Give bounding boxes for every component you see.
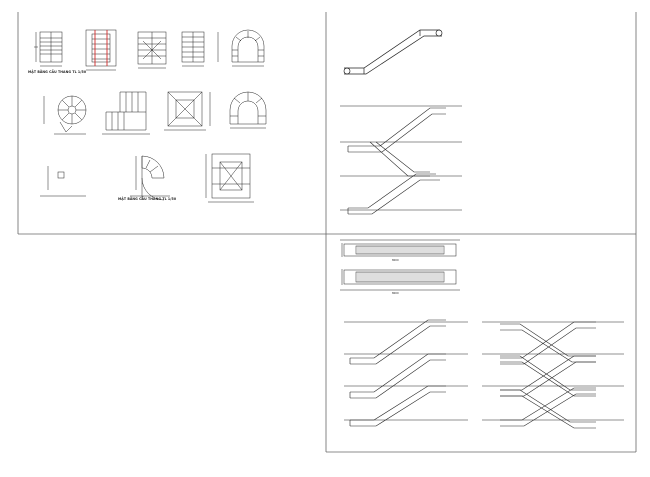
escalator-dimension-bottom: 8000 (392, 292, 399, 295)
stair-plan-caption-1: MẶT BẰNG CẦU THANG TL 1/50 (28, 70, 87, 74)
stair-plan-4 (181, 31, 219, 67)
stair-section-double (340, 105, 462, 215)
stair-plan-arched-2 (229, 91, 267, 129)
stair-plans-group (34, 29, 267, 203)
stair-plan-2-highlighted (85, 29, 117, 71)
stair-detail-small (40, 166, 86, 197)
stair-plan-3 (137, 31, 167, 69)
sheet-frame (17, 12, 637, 453)
stair-plan-l-shaped (102, 91, 150, 135)
escalator-section-small (343, 29, 443, 75)
escalator-plan-bottom-treads (357, 272, 443, 282)
stair-plan-square (164, 91, 211, 131)
stair-plan-5-arched (231, 29, 265, 67)
stair-plan-spiral-1 (43, 95, 87, 135)
escalator-stack-left (344, 319, 468, 427)
escalator-plan-top-treads (357, 246, 443, 254)
stair-plan-quarter-spiral (130, 155, 170, 201)
stair-plan-rectangular (205, 153, 254, 203)
escalator-dimension-top: 8000 (392, 259, 399, 262)
escalator-stack-crossing (482, 321, 624, 429)
stair-plan-caption-2: MẶT BẰNG CẦU THANG TL 1/50 (118, 197, 177, 201)
stair-plan-1 (34, 31, 63, 67)
